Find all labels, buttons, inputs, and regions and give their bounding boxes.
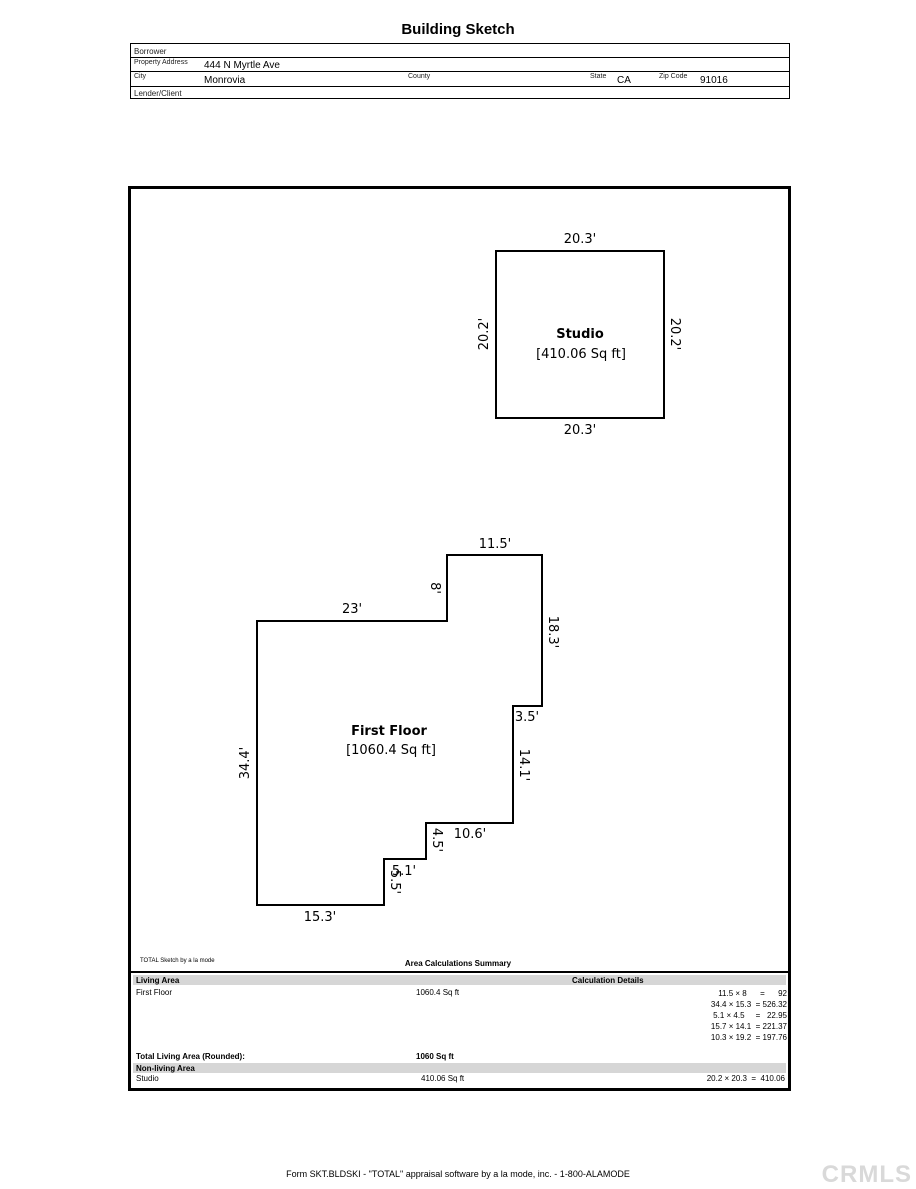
calc-details-label: Calculation Details (572, 976, 644, 985)
total-living-label: Total Living Area (Rounded): (136, 1052, 245, 1061)
header-info-table: Borrower Property Address 444 N Myrtle A… (130, 43, 790, 99)
calc-line: 34.4 × 15.3 = 526.32 (710, 1000, 787, 1009)
state-value: CA (617, 75, 631, 86)
ff-dim-step-v1: 4.5' (429, 828, 444, 852)
address-row: Property Address 444 N Myrtle Ave (131, 58, 789, 72)
first-floor-name: First Floor (351, 724, 427, 739)
first-floor-area: [1060.4 Sq ft] (346, 743, 436, 758)
calc-line: 11.5 × 8 = 92 (718, 989, 787, 998)
city-label: City (134, 73, 147, 80)
studio-row-calc: 20.2 × 20.3 = 410.06 (706, 1074, 785, 1083)
total-living-value: 1060 Sq ft (416, 1052, 454, 1061)
county-label: County (408, 73, 431, 80)
ff-dim-right-lower: 14.1' (516, 749, 531, 782)
property-address-value: 444 N Myrtle Ave (204, 60, 280, 71)
ff-dim-right-upper: 18.3' (545, 616, 560, 649)
zip-value: 91016 (700, 75, 728, 86)
ff-dim-top: 11.5' (479, 537, 512, 552)
studio-dim-bottom: 20.3' (564, 423, 597, 438)
studio-name: Studio (556, 327, 604, 342)
studio-area: [410.06 Sq ft] (536, 347, 626, 362)
sketch-frame (128, 186, 791, 1091)
ff-dim-notch: 3.5' (515, 710, 539, 725)
ff-dim-step-v: 8' (427, 582, 442, 594)
zip-label: Zip Code (659, 73, 688, 80)
borrower-label: Borrower (134, 47, 167, 56)
lender-label: Lender/Client (134, 89, 182, 98)
state-label: State (590, 73, 607, 80)
studio-row-area: 410.06 Sq ft (421, 1074, 465, 1083)
studio-row-label: Studio (136, 1074, 159, 1083)
area-calculations-table: Living Area Calculation Details First Fl… (131, 971, 788, 1088)
first-floor-row-area: 1060.4 Sq ft (416, 988, 460, 997)
ff-dim-step-v2: 5.5' (387, 870, 402, 894)
first-floor-outline (256, 554, 543, 906)
ff-dim-step-h1: 10.6' (454, 827, 487, 842)
studio-outline (495, 250, 665, 419)
lender-row: Lender/Client (131, 87, 789, 99)
city-row: City Monrovia County State CA Zip Code 9… (131, 72, 789, 87)
first-floor-calc-list: 11.5 × 8 = 92 34.4 × 15.3 = 526.32 5.1 ×… (703, 988, 787, 1043)
non-living-label: Non-living Area (136, 1064, 195, 1073)
studio-dim-top: 20.3' (564, 232, 597, 247)
ff-dim-left: 34.4' (238, 747, 253, 780)
property-address-label: Property Address (134, 59, 188, 66)
form-footer: Form SKT.BLDSKI - "TOTAL" appraisal soft… (286, 1169, 630, 1179)
page-title: Building Sketch (401, 21, 515, 38)
calc-line: 10.3 × 19.2 = 197.76 (710, 1033, 787, 1042)
non-living-header-bar (133, 1063, 786, 1073)
living-area-header-bar (133, 975, 786, 985)
ff-dim-upper-left: 23' (342, 602, 362, 617)
studio-dim-left: 20.2' (477, 318, 492, 351)
borrower-row: Borrower (131, 44, 789, 58)
ff-dim-step-h2: 5.1' (392, 864, 416, 879)
crmls-watermark: CRMLS (821, 1161, 912, 1188)
sketch-credit: TOTAL Sketch by a la mode (140, 958, 215, 964)
calc-line: 5.1 × 4.5 = 22.95 (713, 1011, 787, 1020)
ff-dim-bottom: 15.3' (304, 910, 337, 925)
living-area-label: Living Area (136, 976, 180, 985)
calc-line: 15.7 × 14.1 = 221.37 (710, 1022, 787, 1031)
city-value: Monrovia (204, 75, 246, 86)
studio-dim-right: 20.2' (667, 318, 682, 351)
first-floor-row-label: First Floor (136, 988, 172, 997)
area-summary-title: Area Calculations Summary (404, 959, 512, 968)
